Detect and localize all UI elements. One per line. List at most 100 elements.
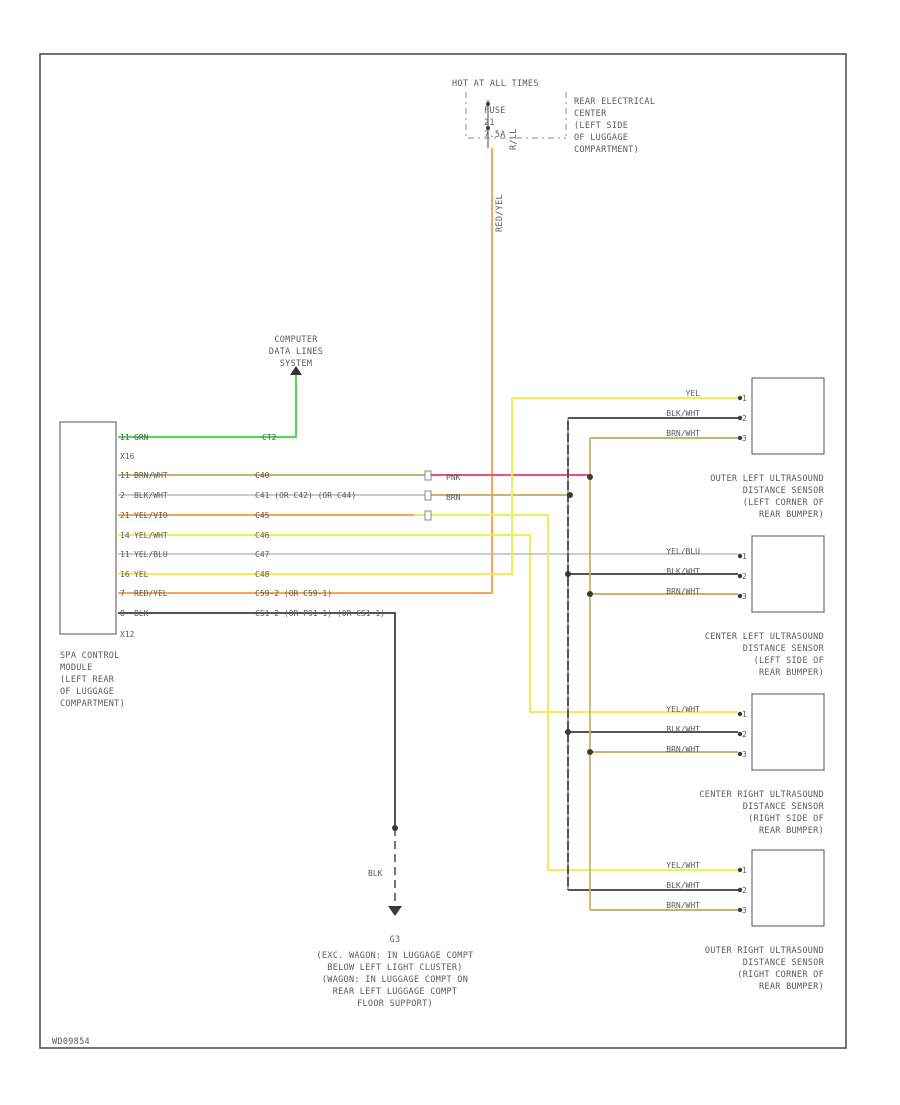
module-pin-number: 8: [120, 609, 125, 618]
hot-at-all-times-label: HOT AT ALL TIMES: [452, 79, 539, 89]
module-pin-circuit: C41 (OR C42) (OR C44): [255, 491, 356, 500]
sensor-box: [751, 535, 825, 613]
module-label-line: MODULE: [60, 663, 93, 673]
sensor-box: [751, 377, 825, 455]
ground-label-line: (WAGON: IN LUGGAGE COMPT ON: [322, 975, 468, 985]
module-pin-number: 21: [120, 511, 130, 520]
module-pin-number: 11: [120, 550, 130, 559]
module-pin-wire: BLK/WHT: [134, 491, 168, 500]
fuse-rating: 7.5A: [484, 130, 506, 140]
sensor-wire-color: YEL/WHT: [666, 861, 700, 870]
data-link-arrow-icon: [290, 366, 302, 375]
data-link-label-line: COMPUTER: [274, 335, 318, 345]
wire-yel-ol: [118, 397, 738, 575]
sensor-label-line: (LEFT SIDE OF: [754, 656, 824, 666]
sensor-wire-color: BLK/WHT: [666, 567, 700, 576]
feed-wire-label: RED/YEL: [495, 194, 505, 232]
module-connector-bottom: X12: [120, 630, 135, 639]
sensor-pin-icon: [737, 435, 743, 441]
center-label-line: (LEFT SIDE: [574, 121, 628, 131]
sensor-pin-icon: [737, 415, 743, 421]
module-pin-wire: YEL/BLU: [134, 550, 168, 559]
sensor-label-line: DISTANCE SENSOR: [743, 486, 825, 496]
sensor-wire-color: BRN/WHT: [666, 429, 700, 438]
sensor-wire-color: BRN/WHT: [666, 587, 700, 596]
ground-block: BLK G3(EXC. WAGON: IN LUGGAGE COMPTBELOW…: [316, 869, 473, 1009]
sensor-label-line: REAR BUMPER): [759, 510, 824, 520]
module-label-line: (LEFT REAR: [60, 675, 115, 685]
sensor-label-line: (RIGHT SIDE OF: [748, 814, 824, 824]
sensor-pin-number: 1: [742, 552, 747, 561]
ground-name: G3: [390, 935, 401, 945]
sensor-label-line: OUTER LEFT ULTRASOUND: [710, 474, 824, 484]
wire-yel-wht-cr: [118, 534, 738, 713]
module-pin-circuit: C59-2 (OR C59-1): [255, 589, 332, 598]
ground-label-line: FLOOR SUPPORT): [357, 999, 433, 1009]
sensor-pin-icon: [737, 593, 743, 599]
fuse-label: FUSE: [484, 106, 506, 116]
module-pin-wire: BLK: [134, 609, 149, 618]
ground-label-line: (EXC. WAGON: IN LUGGAGE COMPT: [316, 951, 473, 961]
sensor-pin-number: 2: [742, 414, 747, 423]
sensor-label-line: DISTANCE SENSOR: [743, 644, 825, 654]
data-link-label-line: SYSTEM: [280, 359, 313, 369]
sensor-pin-number: 2: [742, 572, 747, 581]
sensor-wire-color: YEL/WHT: [666, 705, 700, 714]
module-pin-number: 11: [120, 433, 130, 442]
splice-pnk-label: PNK: [446, 473, 461, 482]
sensor-label-line: (LEFT CORNER OF: [743, 498, 824, 508]
module-pin-wire: YEL/VIO: [134, 511, 168, 520]
sensor-pin-number: 3: [742, 592, 747, 601]
module-pin-circuit: CT2: [262, 433, 277, 442]
sensor-label-line: OUTER RIGHT ULTRASOUND: [705, 946, 824, 956]
sensor-label-line: REAR BUMPER): [759, 982, 824, 992]
sensor-pin-icon: [737, 711, 743, 717]
module-pin-circuit: C47: [255, 550, 270, 559]
sensor-wire-color: YEL: [686, 389, 701, 398]
fuse-number: 21: [484, 118, 495, 128]
module-pin-number: 14: [120, 531, 130, 540]
module-pin-wire: YEL/WHT: [134, 531, 168, 540]
sensor-label-line: DISTANCE SENSOR: [743, 958, 825, 968]
sensor-pin-number: 3: [742, 434, 747, 443]
fuse-block: HOT AT ALL TIMES FUSE 21 7.5A R/LL RED/Y…: [452, 79, 655, 232]
wire-grn-data: [118, 375, 298, 439]
center-label-line: REAR ELECTRICAL: [574, 97, 655, 107]
sensor-wire-color: BLK/WHT: [666, 409, 700, 418]
center-label-line: COMPARTMENT): [574, 145, 639, 155]
sensor-wire-color: BRN/WHT: [666, 745, 700, 754]
module-pin-number: 7: [120, 589, 125, 598]
splice-brn-label: BRN: [446, 493, 461, 502]
sensor-label-line: DISTANCE SENSOR: [743, 802, 825, 812]
fuse-tag: R/LL: [509, 128, 519, 150]
sensor-pin-number: 1: [742, 866, 747, 875]
module-pin-number: 11: [120, 471, 130, 480]
module-pin-circuit: C40: [255, 471, 270, 480]
sensor-pin-number: 3: [742, 750, 747, 759]
diagram-frame: [39, 53, 847, 1049]
sensor-box: [751, 693, 825, 771]
sensor-pin-number: 2: [742, 886, 747, 895]
module-connector-top: X16: [120, 452, 135, 461]
module-pin-circuit: C51-2 (OR P01-1) (OR C51-1): [255, 609, 385, 618]
sensor-box: [751, 849, 825, 927]
ground-label-line: BELOW LEFT LIGHT CLUSTER): [327, 963, 462, 973]
center-label-line: OF LUGGAGE: [574, 133, 628, 143]
module-pin-circuit: C48: [255, 570, 270, 579]
sensor-pin-icon: [737, 867, 743, 873]
sensor-wire-color: BLK/WHT: [666, 725, 700, 734]
module-pin-wire: RED/YEL: [134, 589, 168, 598]
footer-code: WD09854: [52, 1037, 90, 1047]
module-pin-circuit: C45: [255, 511, 270, 520]
wire-yel-wht-or: [414, 514, 738, 871]
module-pin-wire: YEL: [134, 570, 149, 579]
